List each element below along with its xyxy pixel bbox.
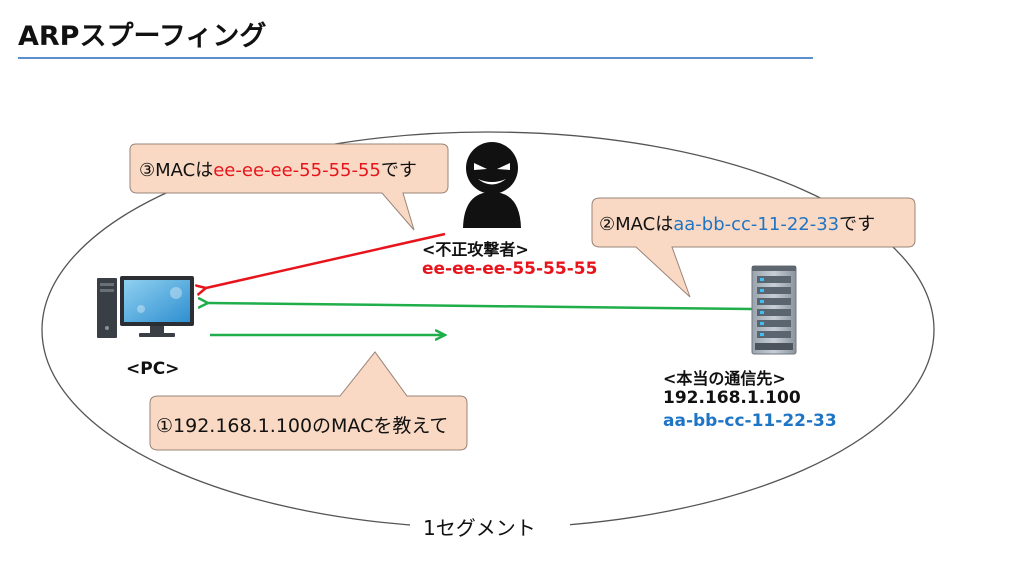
attacker-mac: ee-ee-ee-55-55-55 bbox=[422, 259, 598, 279]
desktop-pc-icon bbox=[97, 276, 194, 338]
title-underline bbox=[18, 57, 813, 59]
bubble-step2-suffix: です bbox=[839, 214, 876, 235]
attacker-reply-arrow bbox=[206, 232, 446, 288]
page-title: ARPスプーフィング bbox=[18, 21, 267, 52]
server-label: <本当の通信先> bbox=[663, 369, 786, 388]
server-ip: 192.168.1.100 bbox=[663, 388, 801, 408]
bubble-step2 bbox=[591, 197, 916, 298]
pc-label: <PC> bbox=[126, 359, 180, 379]
bubble-step1 bbox=[149, 351, 468, 451]
hacker-icon bbox=[463, 142, 521, 228]
bubble-step2-text: ②MACはaa-bb-cc-11-22-33です bbox=[599, 210, 875, 236]
bubble-step2-prefix: ②MACは bbox=[599, 214, 674, 235]
segment-label: 1セグメント bbox=[423, 516, 536, 540]
attacker-label: <不正攻撃者> bbox=[422, 240, 529, 259]
segment-label-gap bbox=[410, 512, 570, 536]
bubble-step3-prefix: ③MACは bbox=[139, 160, 214, 181]
server-mac: aa-bb-cc-11-22-33 bbox=[663, 411, 837, 431]
server-rack-icon bbox=[751, 265, 797, 355]
bubble-step3-text: ③MACはee-ee-ee-55-55-55です bbox=[139, 156, 417, 182]
bubble-step3-mac: ee-ee-ee-55-55-55 bbox=[213, 160, 381, 181]
bubble-step1-text: ①192.168.1.100のMACを教えて bbox=[156, 415, 449, 437]
bubble-step2-mac: aa-bb-cc-11-22-33 bbox=[673, 214, 840, 235]
server-reply-arrow bbox=[208, 303, 753, 311]
bubble-step3-suffix: です bbox=[380, 160, 417, 181]
bubble-step3 bbox=[129, 143, 449, 231]
